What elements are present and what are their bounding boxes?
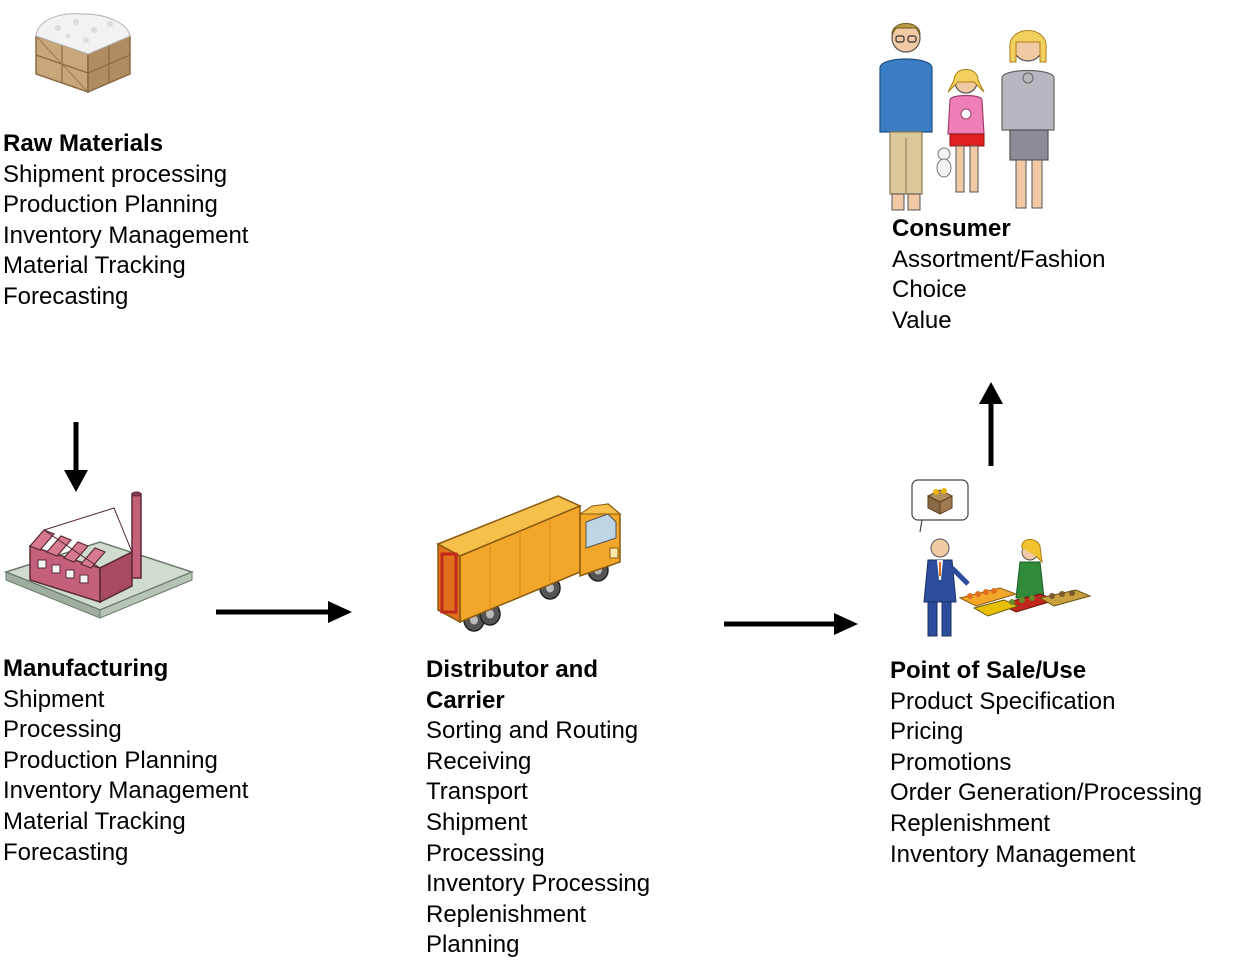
point-of-sale-title: Point of Sale/Use — [890, 657, 1087, 684]
manufacturing-item: Processing — [3, 716, 122, 744]
distributor-item: Replenishment — [426, 900, 587, 928]
arrow-right-icon — [216, 601, 352, 623]
crate-icon — [35, 13, 131, 94]
manufacturing-block: Manufacturing Shipment Processing Produc… — [3, 654, 248, 868]
manufacturing-item: Forecasting — [3, 838, 129, 866]
consumer-item: Value — [892, 306, 952, 334]
distributor-title-line2: Carrier — [426, 686, 505, 714]
raw-materials-item: Production Planning — [3, 191, 218, 219]
consumer-block: Consumer Assortment/Fashion Choice Value — [892, 214, 1105, 336]
manufacturing-item: Shipment — [3, 685, 105, 713]
distributor-title-line1: Distributor and — [426, 656, 598, 683]
manufacturing-item: Material Tracking — [3, 807, 186, 835]
consumer-item: Choice — [892, 276, 967, 304]
distributor-item: Receiving — [426, 747, 532, 775]
distributor-block: Distributor and Carrier Sorting and Rout… — [426, 655, 650, 961]
arrow-down-icon — [64, 422, 88, 492]
manufacturing-item: Inventory Management — [3, 777, 249, 805]
distributor-item: Inventory Processing — [426, 870, 651, 898]
distributor-item: Transport — [426, 778, 528, 806]
raw-materials-item: Shipment processing — [3, 160, 228, 188]
point-of-sale-item: Inventory Management — [890, 840, 1136, 868]
point-of-sale-item: Replenishment — [890, 809, 1051, 837]
point-of-sale-block: Point of Sale/Use Product Specification … — [890, 656, 1202, 870]
distributor-item: Sorting and Routing — [426, 717, 639, 745]
manufacturing-title: Manufacturing — [3, 655, 169, 682]
point-of-sale-item: Order Generation/Processing — [890, 779, 1203, 807]
arrow-right-icon — [724, 613, 858, 635]
distributor-item: Processing — [426, 839, 545, 867]
market-stall-icon — [911, 479, 1092, 637]
point-of-sale-item: Product Specification — [890, 687, 1116, 715]
raw-materials-item: Forecasting — [3, 282, 129, 310]
consumer-item: Assortment/Fashion — [892, 245, 1106, 273]
factory-icon — [4, 491, 194, 619]
consumer-title: Consumer — [892, 215, 1011, 242]
manufacturing-item: Production Planning — [3, 746, 218, 774]
raw-materials-item: Inventory Management — [3, 221, 249, 249]
arrow-up-icon — [979, 382, 1003, 466]
point-of-sale-item: Promotions — [890, 748, 1012, 776]
truck-icon — [436, 495, 622, 632]
raw-materials-item: Material Tracking — [3, 252, 186, 280]
raw-materials-block: Raw Materials Shipment processing Produc… — [3, 129, 248, 313]
point-of-sale-item: Pricing — [890, 718, 964, 746]
family-icon — [879, 23, 1055, 211]
distributor-item: Shipment — [426, 808, 528, 836]
raw-materials-title: Raw Materials — [3, 130, 164, 157]
distributor-item: Planning — [426, 931, 520, 959]
